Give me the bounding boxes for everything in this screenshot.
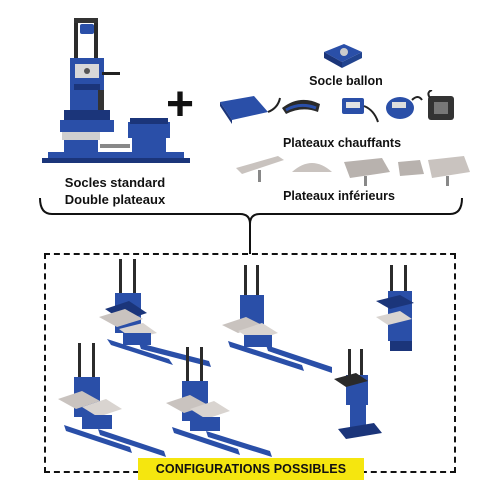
configuration-6 xyxy=(334,349,382,439)
plus-icon: + xyxy=(166,78,195,131)
heating-plates-label: Plateaux chauffants xyxy=(282,136,402,150)
lower-plates-row xyxy=(232,152,472,188)
caption-line-1: Socles standard xyxy=(64,175,166,190)
configuration-4 xyxy=(58,343,166,457)
lower-plate-long xyxy=(236,156,284,174)
heating-plate-flat xyxy=(220,96,268,120)
lower-plate-rect xyxy=(344,158,390,178)
configuration-1 xyxy=(99,259,211,367)
configuration-3 xyxy=(376,265,414,351)
configuration-2 xyxy=(222,265,332,373)
configuration-5 xyxy=(166,347,272,457)
bracket-connector xyxy=(0,196,500,256)
lower-plate-large xyxy=(428,156,470,178)
heating-plates-row xyxy=(216,90,476,132)
configurations-illustrations xyxy=(44,253,456,473)
left-caption: Socles standard Double plateaux xyxy=(40,174,190,208)
lower-plates-label: Plateaux inférieurs xyxy=(283,189,395,203)
caption-line-2: Double plateaux xyxy=(64,192,166,207)
ball-base-label: Socle ballon xyxy=(309,74,383,88)
ball-base-image xyxy=(318,42,364,70)
configurations-label: CONFIGURATIONS POSSIBLES xyxy=(138,458,364,480)
lower-plate-small xyxy=(398,160,424,176)
lower-plate-curved xyxy=(292,163,332,172)
standard-double-plate-machine xyxy=(40,14,190,174)
